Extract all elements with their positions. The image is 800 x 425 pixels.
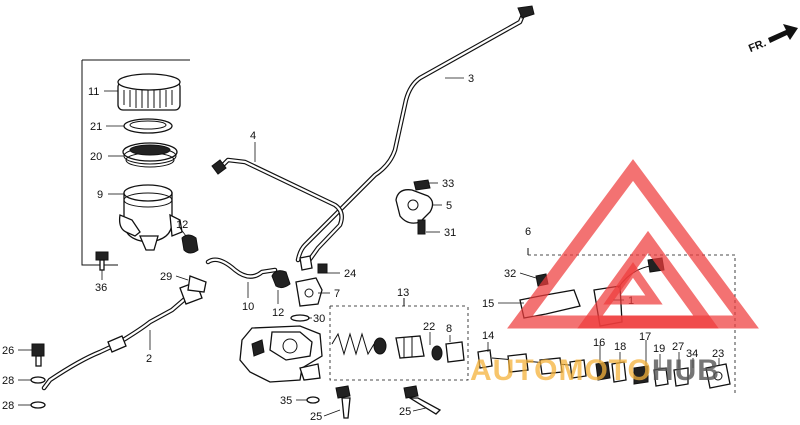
piston-stopper	[445, 341, 465, 363]
hose-clamp-upper	[181, 234, 199, 254]
callout-29: 29	[160, 271, 172, 283]
hose-joint	[295, 255, 323, 307]
callout-5: 5	[446, 200, 452, 212]
clutch-pipe-long	[295, 5, 535, 263]
pipe-bracket	[395, 179, 434, 235]
banjo-bolt	[31, 343, 45, 367]
reservoir-body	[118, 184, 183, 251]
callout-20: 20	[90, 151, 102, 163]
watermark-brand-hub: HUB	[652, 354, 720, 387]
watermark-brand-moto: MOTO	[558, 354, 651, 387]
callout-31: 31	[444, 227, 456, 239]
callout-35: 35	[280, 395, 292, 407]
washer-35	[306, 396, 320, 404]
mounting-bolt-right	[403, 385, 442, 415]
push-rod-locknut-set	[595, 361, 689, 387]
piston-cup	[431, 345, 443, 361]
watermark-logo: AUTOMOTOHUB	[470, 159, 759, 387]
joint-o-ring	[290, 314, 310, 322]
callout-26: 26	[2, 345, 14, 357]
pipe-bolt	[317, 263, 328, 274]
direction-label: FR.	[747, 37, 768, 55]
callout-15: 15	[482, 298, 494, 310]
callout-18: 18	[614, 341, 626, 353]
callout-10: 10	[242, 301, 254, 313]
callout-14: 14	[482, 330, 494, 342]
sealing-washer-lower	[30, 401, 46, 409]
callout-23: 23	[712, 348, 724, 360]
hose-clamp-lower	[271, 270, 291, 289]
front-arrow-icon	[768, 24, 798, 43]
callout-28-lower: 28	[2, 400, 14, 412]
callout-8: 8	[446, 323, 452, 335]
reservoir-diaphragm	[122, 142, 178, 168]
callout-30: 30	[313, 313, 325, 325]
callout-25-left: 25	[310, 411, 322, 423]
callout-25-right: 25	[399, 406, 411, 418]
reservoir-cap	[117, 73, 181, 111]
callout-4: 4	[250, 130, 256, 142]
callout-21: 21	[90, 121, 102, 133]
callout-12-lower: 12	[272, 307, 284, 319]
piston-spring	[331, 332, 387, 356]
svg-text:AUTOMOTOHUB: AUTOMOTOHUB	[470, 354, 720, 387]
callout-22: 22	[423, 321, 435, 333]
callout-32: 32	[504, 268, 516, 280]
callout-12-upper: 12	[176, 219, 188, 231]
piston-set-bracket	[329, 298, 469, 381]
reservoir-group	[81, 59, 199, 266]
callout-3: 3	[468, 73, 474, 85]
callout-11: 11	[88, 86, 99, 98]
callout-27: 27	[672, 341, 684, 353]
master-cylinder-body	[239, 325, 323, 383]
callout-36: 36	[95, 282, 107, 294]
callout-13: 13	[397, 287, 409, 299]
piston	[395, 335, 425, 359]
front-direction-indicator: FR.	[747, 24, 798, 55]
callout-33: 33	[442, 178, 454, 190]
callout-24: 24	[344, 268, 356, 280]
callout-34: 34	[686, 348, 698, 360]
callout-9: 9	[97, 189, 103, 201]
callout-28-upper: 28	[2, 375, 14, 387]
sealing-washer-upper	[30, 376, 46, 384]
callout-16: 16	[593, 337, 605, 349]
mounting-bolt-left	[335, 385, 351, 419]
clutch-hose	[41, 275, 207, 391]
bolt-36	[95, 251, 109, 271]
callout-19: 19	[653, 343, 665, 355]
callout-6: 6	[525, 226, 531, 238]
clutch-pipe-short	[211, 157, 344, 265]
callout-2: 2	[146, 353, 152, 365]
push-rod-boot	[477, 349, 587, 379]
callout-17: 17	[639, 331, 651, 343]
watermark-brand-auto: AUTO	[470, 354, 558, 387]
callout-labels: 1 2 3 4 5 6 7 8 9 10 11 12 12	[2, 73, 724, 423]
callout-7: 7	[334, 288, 340, 300]
reservoir-hose	[205, 257, 278, 279]
